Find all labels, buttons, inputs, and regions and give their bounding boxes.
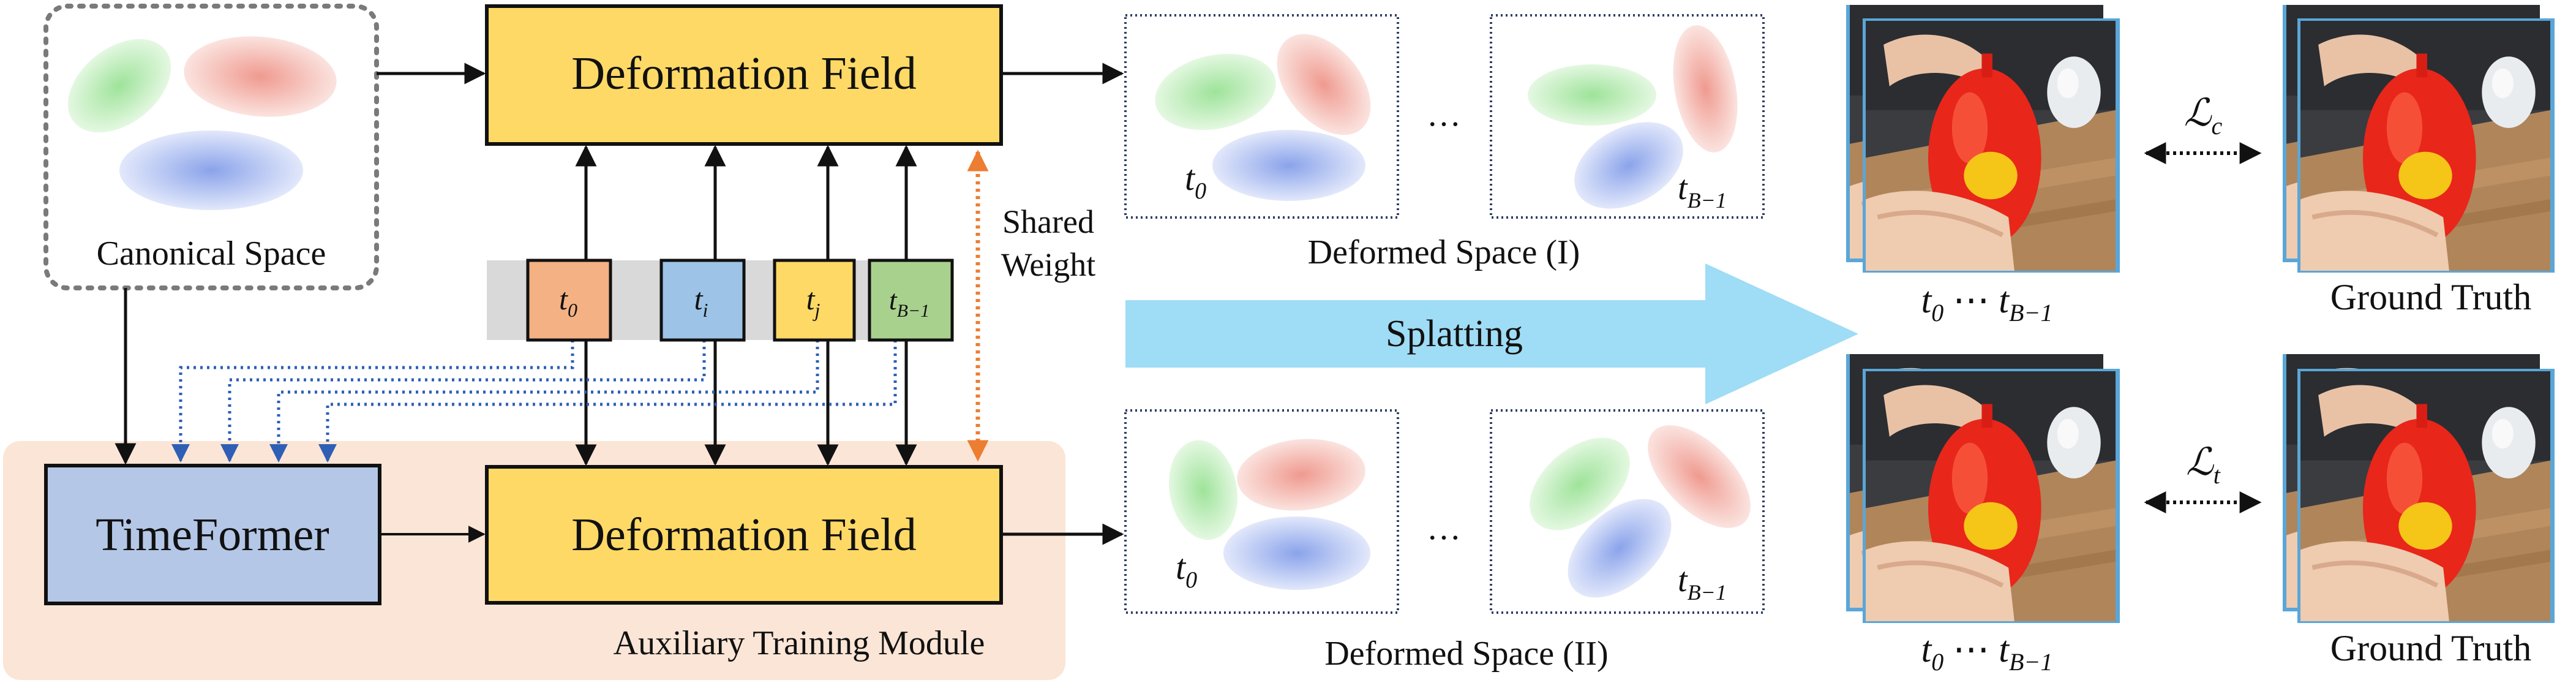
shared-weight-label-2: Weight: [1001, 246, 1096, 283]
token-t0: t0: [526, 259, 612, 342]
deformed-space-bottom-ellipsis: …: [1427, 509, 1461, 547]
svg-text:t0: t0: [559, 282, 577, 321]
token-to-timeformer-dotted: [171, 340, 897, 463]
splatting-arrow: [1125, 263, 1858, 404]
aux-training-module-label: Auxiliary Training Module: [614, 624, 985, 662]
canonical-space-label: Canonical Space: [97, 235, 326, 273]
deformation-field-top: [485, 4, 1003, 146]
ground-truth-top-caption: Ground Truth: [2330, 277, 2531, 317]
render-top-caption: t0 ⋯ tB−1: [1921, 280, 2053, 327]
token-tb-1: tB−1: [868, 259, 954, 342]
token-tj: tj: [773, 259, 856, 342]
gaussian-blue: [119, 130, 303, 210]
svg-text:t0: t0: [1185, 158, 1206, 204]
render-stack-bottom: [1846, 354, 2120, 623]
render-stack-top: [1846, 5, 2120, 273]
splatting-label: Splatting: [1386, 313, 1523, 355]
deformation-field-bottom-label: Deformation Field: [571, 509, 917, 561]
shared-weight-label-1: Shared: [1002, 203, 1094, 240]
canonical-space-box: [43, 4, 379, 290]
timeformer-label: TimeFormer: [96, 509, 329, 561]
svg-text:tB−1: tB−1: [1678, 561, 1727, 605]
svg-text:t0: t0: [1176, 547, 1197, 593]
gaussian-green: [67, 39, 171, 133]
deformed-space-bottom: t0 tB−1: [1124, 409, 1765, 614]
deformation-field-top-label: Deformation Field: [571, 48, 917, 99]
svg-text:ti: ti: [694, 282, 708, 321]
gaussian-red: [184, 36, 337, 117]
loss-t-label: ℒt: [2186, 442, 2221, 489]
deformed-space-bottom-caption: Deformed Space (II): [1324, 635, 1608, 673]
render-bottom-caption: t0 ⋯ tB−1: [1921, 629, 2053, 676]
deformed-space-top: t0 tB−1: [1124, 14, 1765, 219]
deformed-space-top-ellipsis: …: [1427, 96, 1461, 134]
svg-text:tB−1: tB−1: [889, 284, 929, 321]
token-ti: ti: [659, 259, 746, 342]
deformed-space-top-caption: Deformed Space (I): [1308, 233, 1580, 271]
loss-c-label: ℒc: [2184, 93, 2223, 140]
token-arrows: [575, 145, 917, 466]
timeformer-box: [44, 464, 381, 605]
ground-truth-bottom-caption: Ground Truth: [2330, 628, 2531, 668]
ground-truth-stack-top: [2283, 5, 2555, 273]
svg-text:tB−1: tB−1: [1678, 169, 1727, 213]
svg-text:tj: tj: [806, 282, 820, 321]
ground-truth-stack-bottom: [2283, 354, 2555, 623]
